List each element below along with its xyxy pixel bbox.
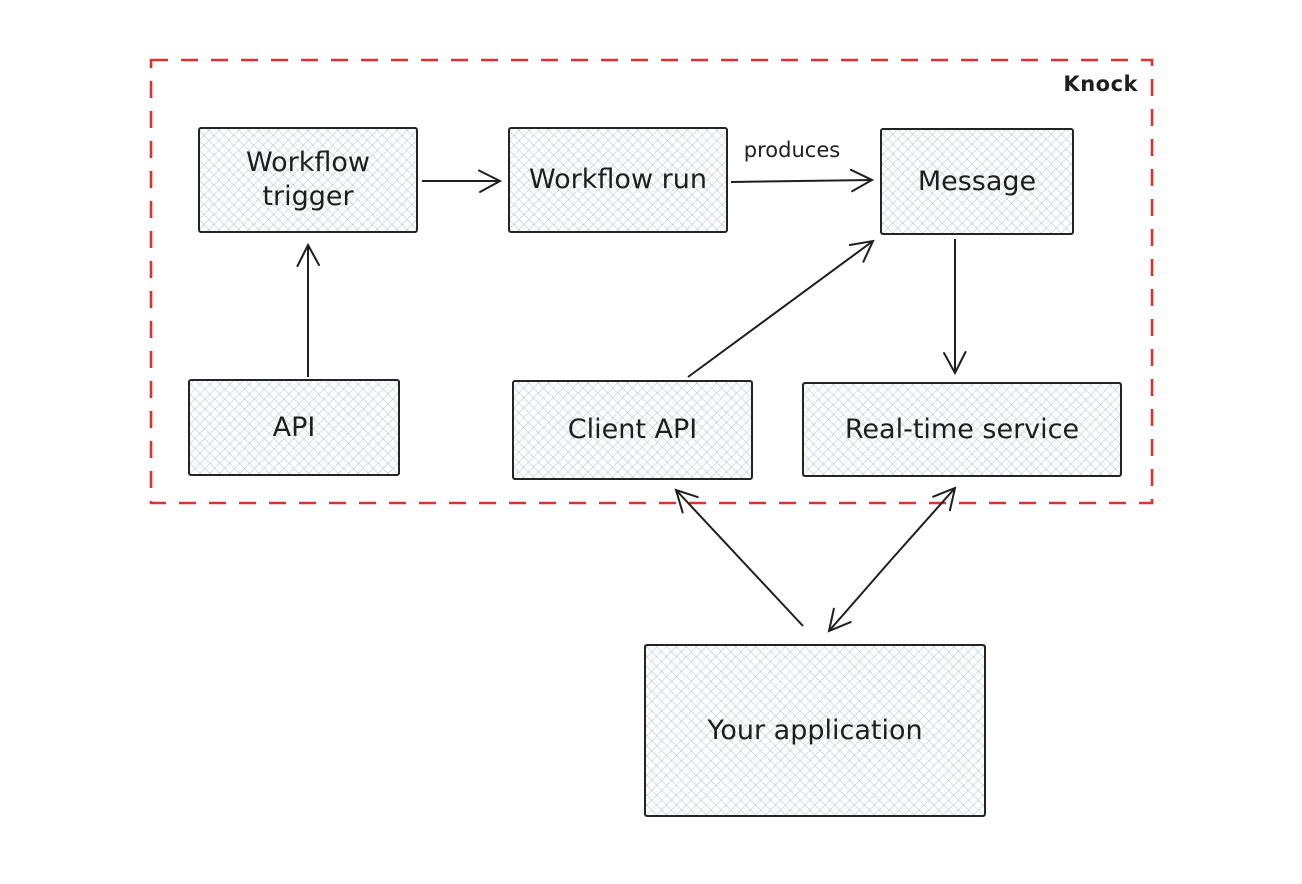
node-client-api: Client API bbox=[512, 380, 753, 480]
node-workflow-trigger: Workflow trigger bbox=[198, 127, 418, 233]
arrow-yourapp-to-realtime-up bbox=[890, 486, 957, 561]
node-your-application-label: Your application bbox=[707, 714, 923, 746]
node-message-label: Message bbox=[917, 165, 1037, 197]
edge-label-produces: produces bbox=[739, 138, 845, 162]
knock-boundary-label: Knock bbox=[1063, 72, 1138, 96]
arrow-yourapp-to-realtime-down bbox=[827, 559, 892, 633]
node-your-application: Your application bbox=[644, 644, 986, 817]
node-realtime-service-label: Real-time service bbox=[844, 413, 1080, 445]
node-client-api-label: Client API bbox=[567, 414, 698, 446]
node-api-label: API bbox=[272, 411, 316, 443]
arrow-yourapp-to-clientapi bbox=[674, 488, 804, 627]
node-workflow-run: Workflow run bbox=[508, 127, 728, 233]
arrow-run-to-message bbox=[730, 168, 875, 193]
arrow-clientapi-to-message bbox=[687, 239, 875, 378]
node-api: API bbox=[188, 379, 400, 476]
node-realtime-service: Real-time service bbox=[802, 382, 1122, 477]
node-workflow-trigger-label: Workflow trigger bbox=[246, 147, 370, 212]
node-message: Message bbox=[880, 128, 1074, 235]
node-workflow-run-label: Workflow run bbox=[529, 164, 707, 196]
